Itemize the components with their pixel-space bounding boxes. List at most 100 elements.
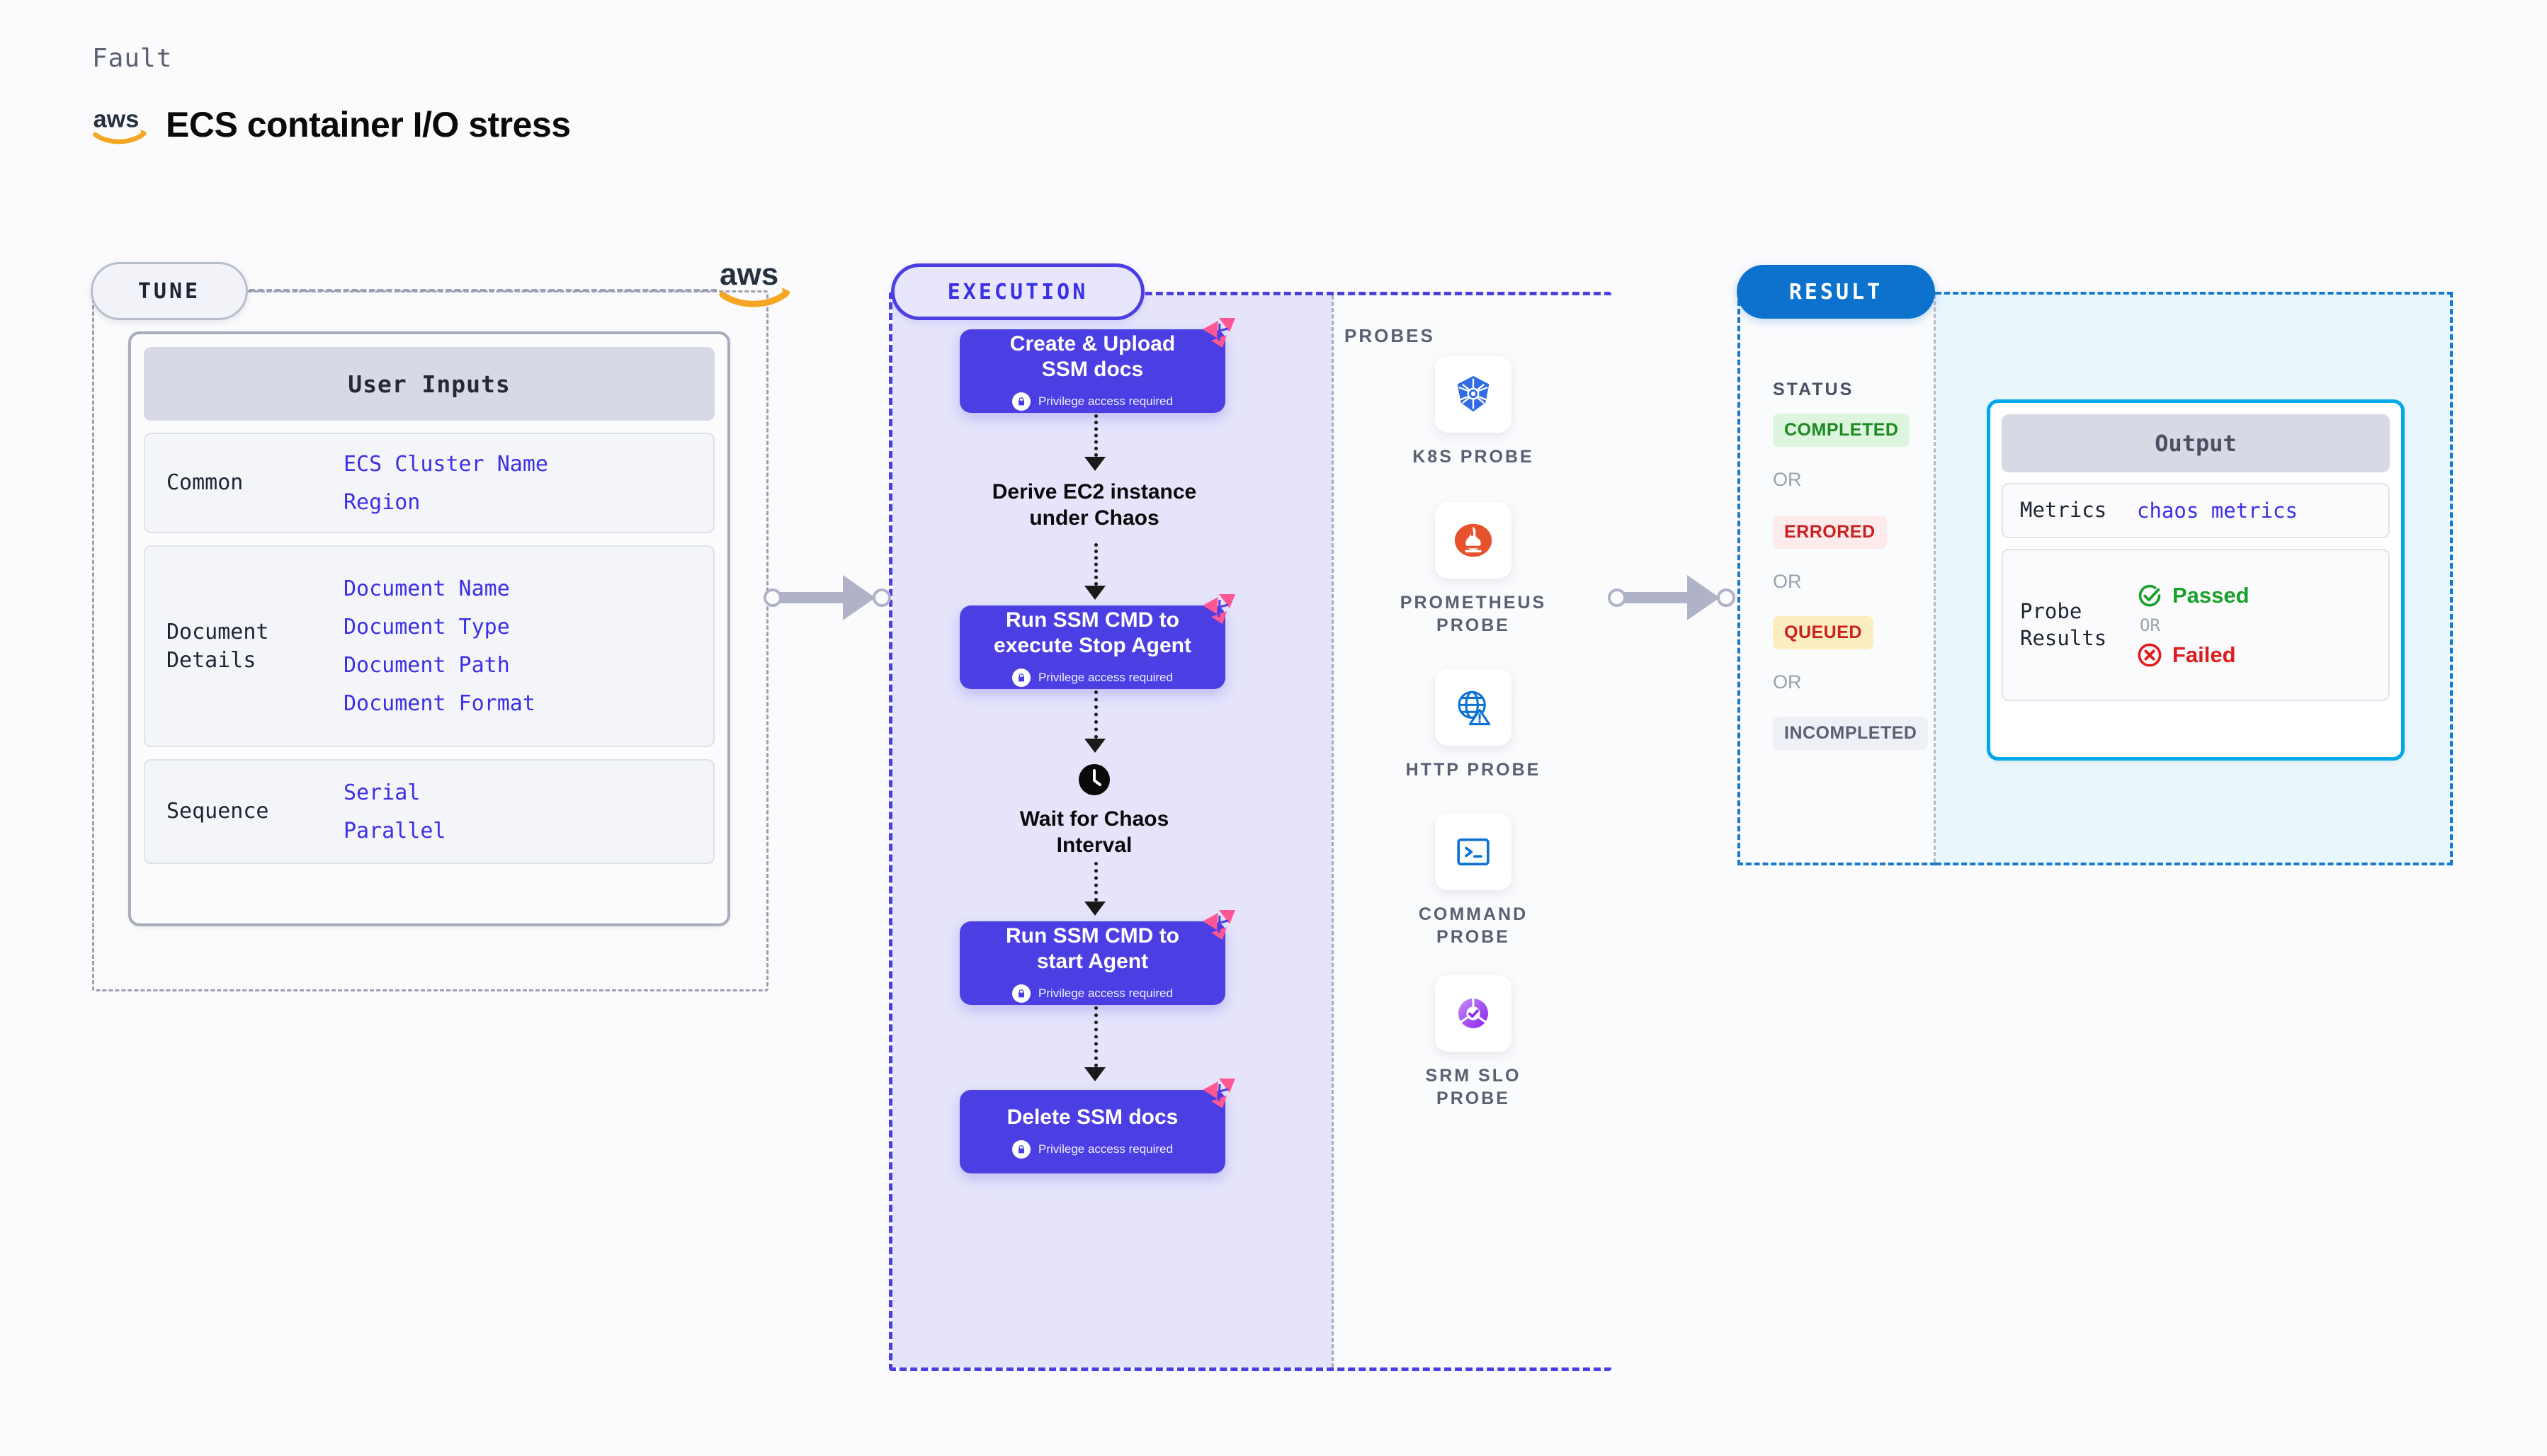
flow-connector (1094, 690, 1098, 739)
flow-arrowhead (1084, 902, 1106, 916)
aws-logo-icon: aws (93, 106, 147, 144)
output-card: Output Metrics chaos metrics Probe Resul… (1987, 399, 2405, 761)
probe-tile (1435, 502, 1511, 579)
probe-label-line2: PROBE (1436, 615, 1510, 635)
litmus-logo-icon (1203, 594, 1235, 624)
failed-label: Failed (2172, 642, 2236, 667)
tune-stage-pill[interactable]: TUNE (91, 262, 248, 320)
flow-node-title-line1: Derive EC2 instance (992, 480, 1197, 504)
flow-node-title-line2: Interval (1056, 833, 1133, 857)
result-stage-pill[interactable]: RESULT (1737, 265, 1935, 319)
input-group-common: Common ECS Cluster Name Region (144, 433, 715, 533)
flow-node-title-line2: under Chaos (1029, 506, 1159, 530)
execution-flow-background (892, 295, 1332, 1367)
http-globe-warning-icon (1458, 690, 1491, 726)
status-divider (1934, 295, 1936, 863)
probe-result-or: OR (2140, 615, 2160, 635)
input-value[interactable]: Serial (344, 780, 421, 805)
flow-node-run-ssm-stop-agent[interactable]: Run SSM CMD to execute Stop Agent Privil… (960, 594, 1235, 689)
input-value[interactable]: Region (344, 489, 421, 515)
probe-prometheus[interactable]: PROMETHEUS PROBE (1332, 502, 1615, 637)
flow-node-create-upload-ssm-docs[interactable]: Create & Upload SSM docs Privilege acces… (960, 318, 1235, 413)
probe-tile (1435, 356, 1511, 433)
probe-label: K8S PROBE (1332, 445, 1615, 468)
terminal-icon (1457, 838, 1490, 866)
privilege-notice: Privilege access required (1012, 669, 1173, 687)
input-group-document-details: Document Details Document Name Document … (144, 545, 715, 747)
probe-label-line1: HTTP PROBE (1405, 760, 1541, 780)
input-value[interactable]: Document Path (344, 653, 510, 678)
input-value[interactable]: Document Format (344, 691, 535, 716)
probe-http[interactable]: HTTP PROBE (1332, 669, 1615, 781)
privilege-notice: Privilege access required (1012, 1140, 1173, 1159)
page-header: Fault aws ECS container I/O stress (92, 44, 571, 145)
probe-results-label-line2: Results (2020, 625, 2107, 650)
metrics-value[interactable]: chaos metrics (2137, 499, 2298, 523)
flow-node-title: Run SSM CMD to execute Stop Agent (982, 608, 1203, 659)
execution-stage-pill[interactable]: EXECUTION (891, 263, 1145, 320)
svg-text:aws: aws (93, 106, 140, 133)
user-inputs-card: User Inputs Common ECS Cluster Name Regi… (128, 331, 730, 926)
svg-text:aws: aws (720, 257, 778, 292)
x-circle-icon (2138, 643, 2162, 666)
flow-node-delete-ssm-docs[interactable]: Delete SSM docs Privilege access require… (960, 1079, 1235, 1173)
probe-label: PROMETHEUS PROBE (1332, 591, 1615, 637)
result-status-panel: STATUS COMPLETED OR ERRORED OR QUEUED OR… (1737, 292, 1936, 865)
result-output-panel: Output Metrics chaos metrics Probe Resul… (1936, 292, 2453, 865)
lock-icon (1012, 392, 1031, 411)
arrow-execution-to-result (1608, 575, 1735, 620)
input-group-sequence: Sequence Serial Parallel (144, 759, 715, 864)
status-or-2: OR (1773, 571, 1802, 592)
litmus-logo-icon (1203, 318, 1235, 348)
output-row-probe-results: Probe Results Passed OR Fai (2002, 549, 2390, 701)
fault-title-row: aws ECS container I/O stress (92, 104, 571, 145)
flow-connector (1094, 543, 1098, 586)
lock-icon (1012, 669, 1031, 687)
probe-label-line1: COMMAND (1418, 904, 1528, 924)
privilege-text: Privilege access required (1038, 986, 1173, 1000)
tune-panel: User Inputs Common ECS Cluster Name Regi… (92, 290, 768, 991)
probe-label-line2: PROBE (1436, 1088, 1510, 1108)
probe-label: SRM SLO PROBE (1332, 1064, 1615, 1110)
flow-node-wait-for-chaos-interval: Wait for Chaos Interval (924, 763, 1264, 858)
kubernetes-icon (1457, 375, 1490, 412)
input-group-label: Document Details (166, 618, 344, 674)
status-badge-incompleted: INCOMPLETED (1773, 717, 1929, 750)
prometheus-icon (1454, 523, 1492, 557)
flow-arrowhead (1084, 457, 1106, 471)
output-title: Output (2002, 414, 2390, 472)
litmus-logo-icon (1203, 1079, 1235, 1108)
privilege-notice: Privilege access required (1012, 392, 1173, 411)
input-value[interactable]: Document Name (344, 576, 510, 601)
input-value[interactable]: Parallel (344, 818, 446, 843)
probe-results-label-line1: Probe (2020, 598, 2082, 623)
input-group-label-line1: Document (166, 619, 269, 644)
execution-panel: Create & Upload SSM docs Privilege acces… (889, 292, 1615, 1371)
check-circle-icon (2138, 584, 2161, 606)
lock-icon (1012, 984, 1031, 1003)
flow-arrowhead (1084, 739, 1106, 753)
input-group-values: Serial Parallel (344, 781, 446, 843)
probe-command[interactable]: COMMAND PROBE (1332, 814, 1615, 948)
probe-k8s[interactable]: K8S PROBE (1332, 356, 1615, 468)
probe-label-line1: K8S PROBE (1412, 447, 1534, 467)
clock-icon (1079, 764, 1110, 795)
tune-connector-dash (249, 289, 717, 292)
flow-node-title: Create & Upload SSM docs (999, 331, 1186, 382)
probes-column: PROBES K8S PROBE (1332, 295, 1615, 1367)
probe-tile (1435, 975, 1511, 1052)
flow-node-title-line1: Create & Upload (1009, 332, 1176, 356)
page-title: ECS container I/O stress (166, 105, 571, 144)
aws-logo-icon: aws (719, 257, 790, 307)
probe-srm-slo[interactable]: SRM SLO PROBE (1332, 975, 1615, 1110)
input-value[interactable]: Document Type (344, 615, 510, 639)
probes-title: PROBES (1344, 325, 1435, 346)
flow-arrowhead (1084, 586, 1106, 600)
input-value[interactable]: ECS Cluster Name (344, 451, 548, 477)
flow-node-title: Run SSM CMD to start Agent (994, 923, 1191, 974)
flow-connector (1094, 1006, 1098, 1067)
flow-node-run-ssm-start-agent[interactable]: Run SSM CMD to start Agent Privilege acc… (960, 910, 1235, 1005)
flow-node-derive-ec2-instance: Derive EC2 instance under Chaos (924, 479, 1264, 531)
user-inputs-title: User Inputs (144, 347, 715, 421)
probe-results-label: Probe Results (2020, 598, 2137, 652)
